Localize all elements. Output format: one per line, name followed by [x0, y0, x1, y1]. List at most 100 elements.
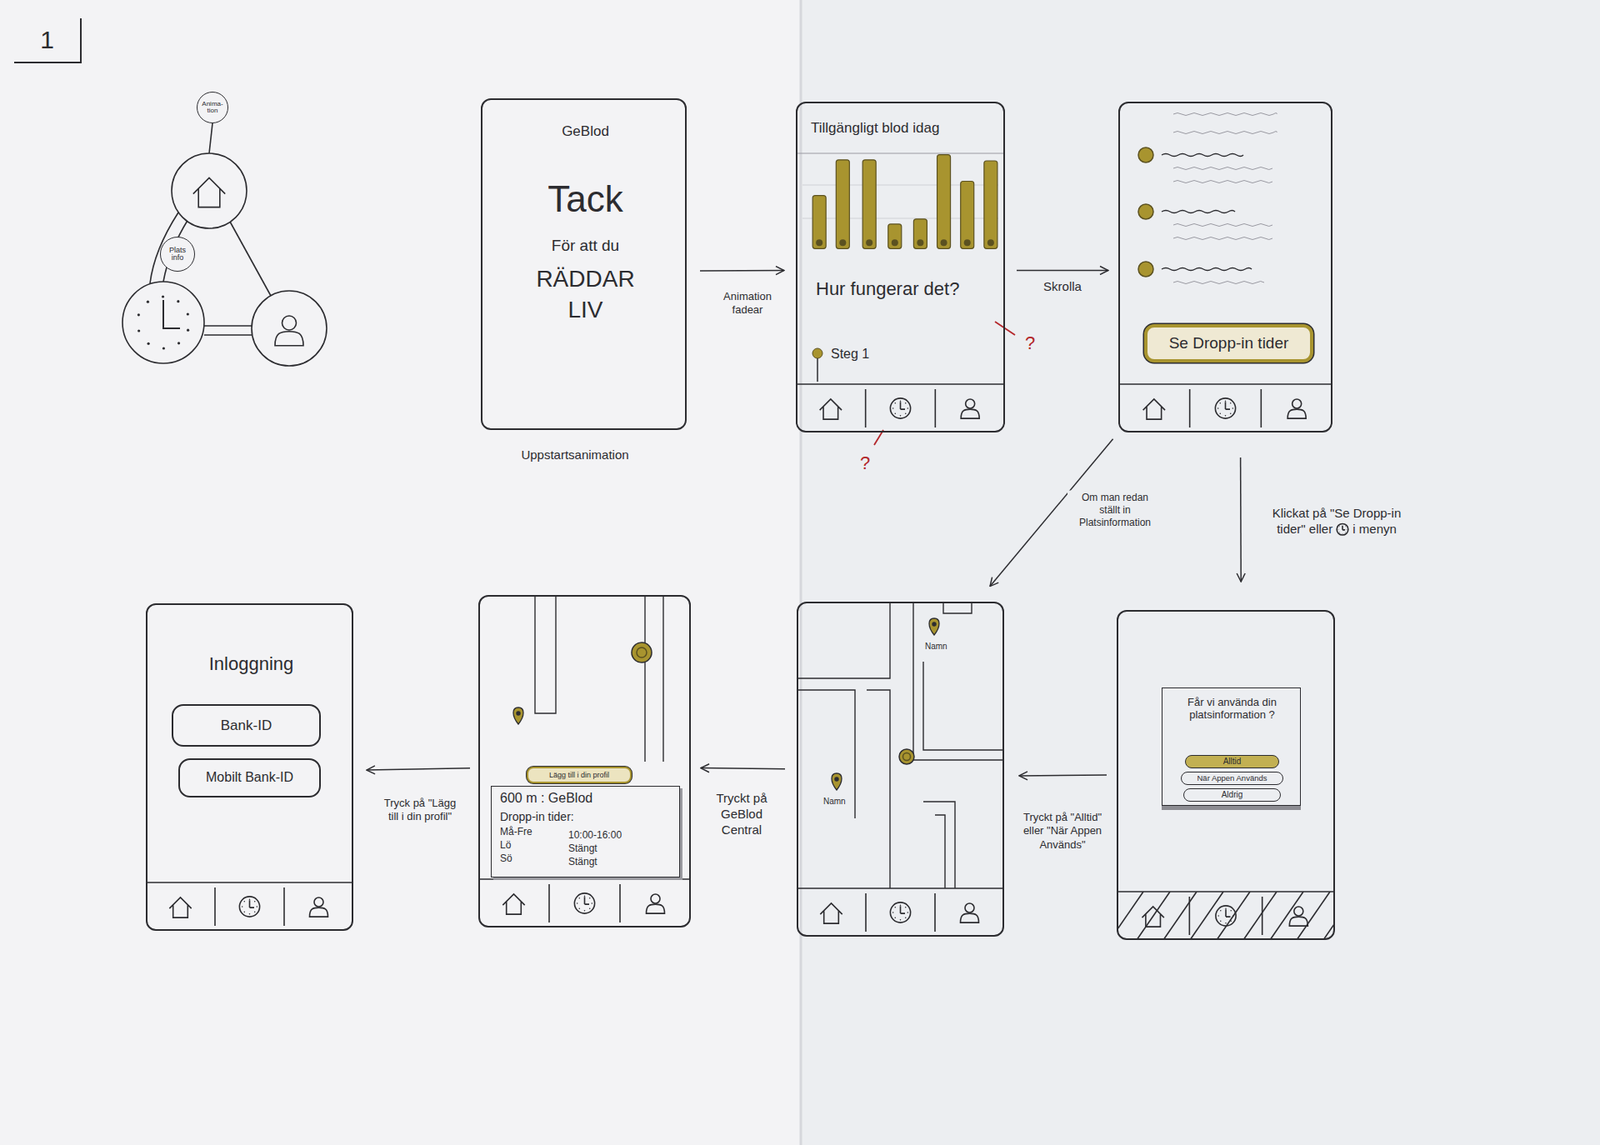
clock-dot [186, 329, 190, 332]
home-icon [193, 177, 225, 207]
nav-divider [1260, 389, 1263, 428]
map-marker-ring [636, 647, 647, 658]
clock-dot [162, 346, 165, 350]
clock-icon [1335, 522, 1350, 536]
clock-icon-dot [892, 911, 895, 914]
chart-bar [835, 160, 850, 250]
bar-dot [839, 239, 846, 246]
nav-link [209, 123, 213, 154]
scribble-line [1161, 268, 1252, 271]
chart-bar [984, 160, 998, 249]
map-marker [631, 642, 652, 663]
person-icon [310, 897, 329, 917]
flow-arrow [366, 768, 470, 770]
map-pin-dot [835, 777, 839, 781]
paper-fold [800, 0, 803, 1145]
paper-left [0, 0, 801, 1145]
clock-icon-hands [1225, 909, 1231, 917]
screen-text: Namn [823, 796, 846, 807]
screen-text: Stängt [568, 856, 598, 869]
clock-icon-dot [579, 907, 581, 910]
screen-text: GeBlod [482, 123, 689, 140]
clock-icon-dot [254, 910, 256, 913]
timeline-sketch [1138, 113, 1277, 285]
street-line [943, 601, 972, 614]
scribble-line [1173, 113, 1277, 116]
clock-icon-dot [1220, 402, 1222, 405]
node-label: När Appen Används [1197, 774, 1268, 784]
clock-icon-dot [1217, 915, 1220, 917]
timeline-dot [1138, 147, 1154, 163]
person-icon-body [1289, 916, 1308, 926]
clock-icon-face [1215, 905, 1236, 926]
nav-divider [1261, 896, 1264, 935]
person-icon-head [1292, 399, 1302, 409]
screen-text: Stängt [568, 843, 598, 855]
screen-text: Dropp-in tider: [500, 810, 575, 824]
screen-text: För att du [482, 236, 689, 255]
map-pin [929, 618, 940, 635]
clock-icon-dot [1339, 530, 1341, 533]
map-marker-ring [903, 753, 911, 761]
hatch-line [1323, 891, 1335, 940]
clock-icon-dot [905, 402, 907, 405]
hatching [1116, 891, 1335, 940]
street-line [923, 801, 955, 889]
clock-icon-dot [244, 910, 246, 913]
clock-icon-dot [905, 412, 907, 415]
clock-icon-dot [241, 905, 244, 908]
chart-bar [913, 219, 927, 250]
map-marker [899, 749, 915, 765]
clock-icon-dot [576, 902, 579, 905]
chart-bar [888, 224, 902, 249]
scribble-line [1173, 237, 1273, 240]
edge-label: Skrolla [1028, 278, 1097, 296]
clock-icon-hands [1225, 401, 1231, 410]
person-icon [1287, 399, 1306, 419]
nav-bar-top [795, 383, 1005, 385]
bar-dot [940, 239, 948, 246]
clock-icon-dot [895, 916, 897, 919]
person-icon-body [310, 907, 329, 917]
nav-divider [935, 389, 937, 428]
nav-divider [934, 893, 936, 932]
screen-text: Namn [925, 641, 948, 652]
person-icon [275, 315, 304, 346]
timeline-dot [1138, 204, 1154, 220]
chart-bar [937, 155, 951, 250]
person-icon-head [314, 897, 324, 907]
node-label: Anima- tion [199, 100, 226, 115]
screen-text: Lö [500, 840, 511, 852]
nav-circle [122, 281, 205, 364]
clock-icon [890, 902, 910, 923]
person-icon-body [960, 409, 980, 419]
screen-caption: Uppstartsanimation [518, 446, 631, 465]
clock-icon [1337, 523, 1350, 535]
clock-icon-dot [895, 412, 897, 415]
clock-icon-dot [1345, 528, 1348, 530]
nav-bar-top [1116, 890, 1335, 893]
nav-divider [865, 389, 867, 428]
clock-icon-hands [1342, 525, 1345, 530]
screen-text: LIV [482, 296, 689, 324]
chart-bar [960, 181, 975, 250]
person-icon-body [646, 904, 665, 914]
clock-icon-face [1215, 398, 1235, 419]
clock-icon [239, 896, 260, 917]
bar-dot [815, 239, 823, 246]
clock-icon-dot [254, 900, 256, 903]
clock-icon-dot [1230, 412, 1232, 415]
chart-bar [862, 160, 876, 250]
person-icon-body [275, 331, 304, 346]
phone-nav-bar [1083, 891, 1384, 940]
person-icon-head [1294, 906, 1304, 916]
bar-dot [964, 239, 971, 246]
street-line [644, 595, 645, 762]
person-icon-head [650, 894, 660, 904]
node-label: Alltid [1223, 756, 1242, 767]
clock-icon-dot [1225, 400, 1227, 402]
node-label: 1 [40, 25, 55, 55]
street-line [662, 595, 664, 762]
